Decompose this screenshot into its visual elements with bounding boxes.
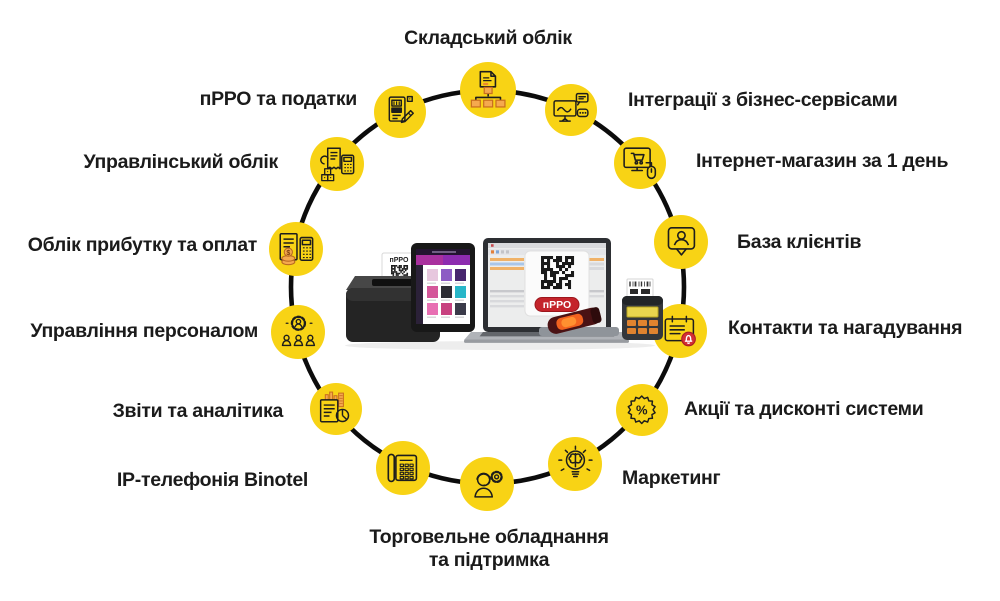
- pos-terminal: [622, 278, 663, 340]
- label-prro-taxes: пРРО та податки: [199, 87, 358, 110]
- label-profit: Облік прибутку та оплат: [27, 233, 258, 256]
- label-marketing: Маркетинг: [622, 466, 721, 489]
- label-support: Торговельне обладнання та підтримка: [369, 526, 609, 571]
- tablet: [411, 243, 475, 332]
- hr-icon: [271, 305, 325, 359]
- support-icon: [460, 457, 514, 511]
- svg-text:$: $: [286, 249, 290, 256]
- warehouse-structure-icon: [460, 62, 516, 118]
- laptop-qr-code: [541, 256, 575, 290]
- label-integrations: Інтеграції з бізнес-сервісами: [628, 88, 898, 111]
- label-client-base: База клієнтів: [737, 230, 862, 253]
- label-contacts-reminder: Контакти та нагадування: [728, 316, 963, 339]
- client-base-icon: [654, 215, 708, 269]
- support-node: [460, 457, 514, 511]
- prro-taxes-node: [374, 86, 426, 138]
- barcode-scanner: [539, 307, 619, 336]
- pos-equipment-illustration: пРРО: [335, 232, 665, 352]
- online-store-node: [614, 137, 666, 189]
- profit-node: $: [269, 222, 323, 276]
- tablet-product-grid: [427, 269, 466, 318]
- label-management-accounting: Управлінський облік: [83, 150, 278, 173]
- marketing-icon: [548, 437, 602, 491]
- profit-icon: $: [269, 222, 323, 276]
- reports-node: [310, 383, 362, 435]
- ip-phone-icon: [376, 441, 430, 495]
- ground-shadow: [345, 341, 655, 350]
- svg-text:%: %: [636, 403, 648, 418]
- label-warehouse-structure: Складський облік: [404, 26, 572, 49]
- client-base-node: [654, 215, 708, 269]
- hr-node: [271, 305, 325, 359]
- management-accounting-icon: [310, 137, 364, 191]
- discount-node: %: [616, 384, 668, 436]
- ip-phone-node: [376, 441, 430, 495]
- label-reports: Звіти та аналітика: [112, 399, 284, 422]
- integrations-icon: [545, 84, 597, 136]
- label-discount: Акції та дисконті системи: [684, 397, 924, 420]
- discount-icon: %: [616, 384, 668, 436]
- printer-receipt-label: пРРО: [390, 257, 409, 264]
- contacts-reminder-icon: [653, 304, 707, 358]
- label-ip-phone: IP-телефонія Binotel: [116, 468, 308, 491]
- prro-taxes-icon: [374, 86, 426, 138]
- reports-icon: [310, 383, 362, 435]
- management-accounting-node: [310, 137, 364, 191]
- warehouse-structure-node: [460, 62, 516, 118]
- label-hr: Управління персоналом: [30, 319, 258, 342]
- integrations-node: [545, 84, 597, 136]
- marketing-node: [548, 437, 602, 491]
- laptop-prro-badge: пРРО: [543, 299, 571, 311]
- online-store-icon: [614, 137, 666, 189]
- label-online-store: Інтернет-магазин за 1 день: [696, 149, 949, 172]
